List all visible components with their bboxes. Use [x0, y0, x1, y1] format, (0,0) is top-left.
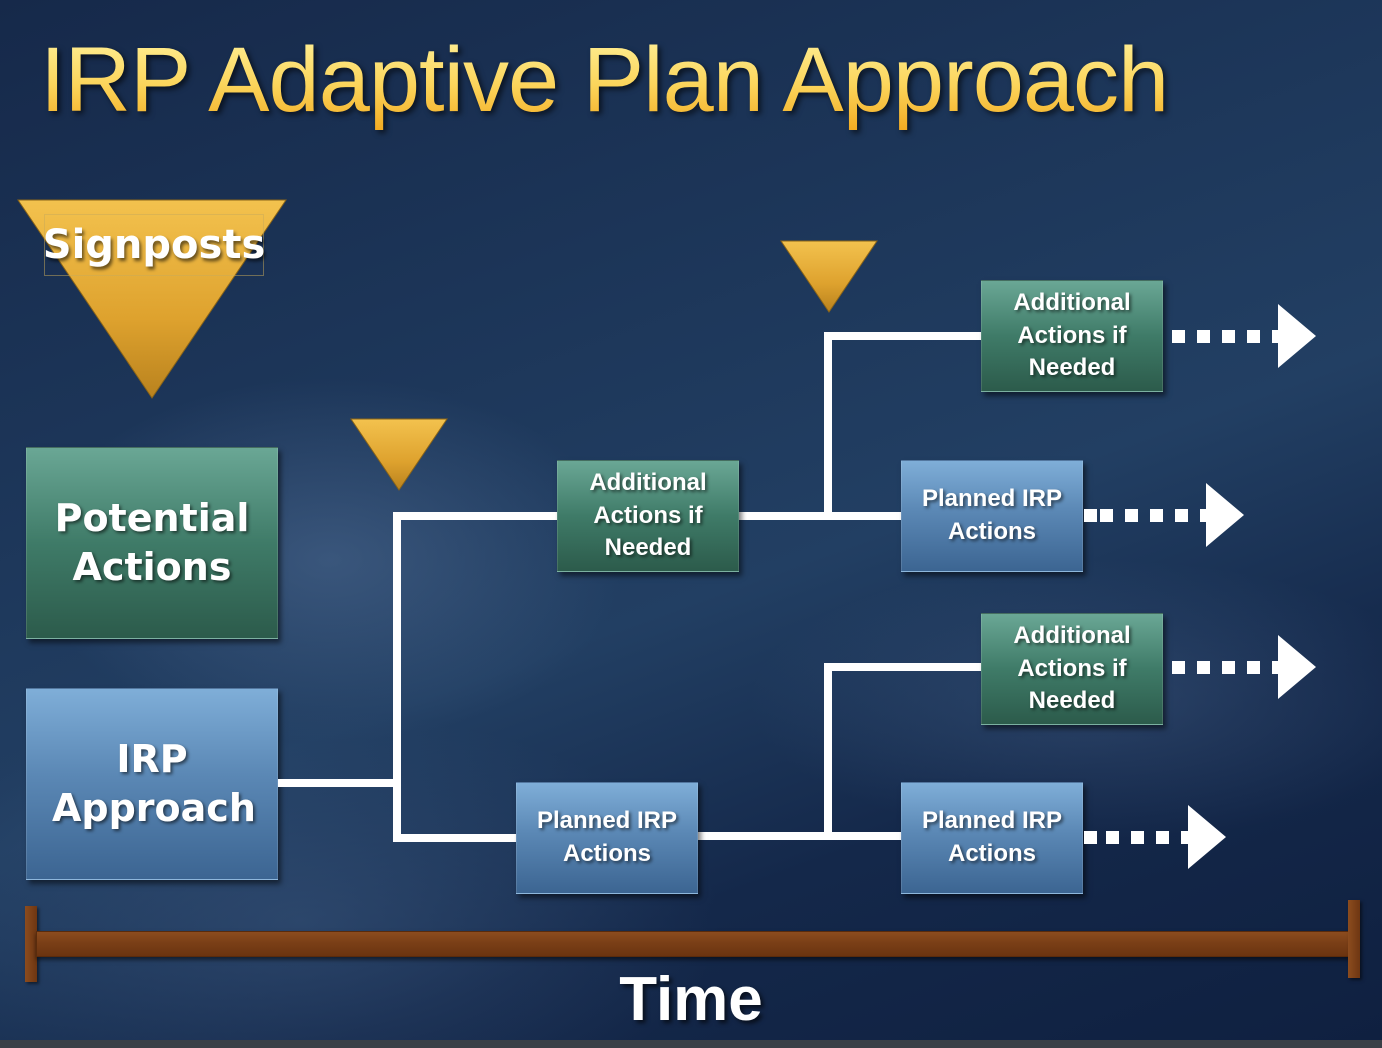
- connector-line: [824, 332, 832, 520]
- node-label: Planned IRP Actions: [536, 807, 678, 867]
- time-axis-label: Time: [619, 965, 763, 1034]
- connector-line: [695, 832, 903, 840]
- timeline-bar: [36, 931, 1352, 957]
- planned-irp-actions-node: Planned IRP Actions: [901, 782, 1083, 894]
- bottom-border: [0, 1040, 1382, 1048]
- timeline-start-cap: [25, 906, 37, 982]
- additional-actions-node: Additional Actions if Needed: [981, 280, 1163, 392]
- node-label: Additional Actions if Needed: [589, 468, 707, 562]
- node-label: Additional Actions if Needed: [1013, 288, 1131, 382]
- connector-line: [737, 512, 903, 520]
- timeline-end-cap: [1348, 900, 1360, 978]
- additional-actions-node: Additional Actions if Needed: [557, 460, 739, 572]
- connector-line: [278, 779, 400, 787]
- signpost-triangle-icon: [350, 418, 448, 492]
- planned-irp-actions-node: Planned IRP Actions: [516, 782, 698, 894]
- node-label: Planned IRP Actions: [921, 807, 1063, 867]
- irp-approach-label: IRP Approach: [52, 736, 256, 830]
- additional-actions-node: Additional Actions if Needed: [981, 613, 1163, 725]
- potential-actions-legend-box: Potential Actions: [26, 447, 278, 639]
- node-label: Additional Actions if Needed: [1013, 621, 1131, 715]
- connector-line: [824, 663, 832, 840]
- connector-line: [824, 663, 982, 671]
- signpost-triangle-icon: [780, 240, 878, 314]
- slide-title: IRP Adaptive Plan Approach: [40, 29, 1169, 131]
- node-label: Planned IRP Actions: [921, 485, 1063, 545]
- signpost-legend-triangle-icon: [16, 198, 288, 402]
- connector-line: [393, 512, 559, 520]
- signposts-label: Signposts: [43, 214, 265, 276]
- irp-approach-box: IRP Approach: [26, 688, 278, 880]
- connector-line: [393, 834, 517, 842]
- planned-irp-actions-node: Planned IRP Actions: [901, 460, 1083, 572]
- connector-line: [824, 332, 982, 340]
- connector-line: [393, 512, 401, 842]
- potential-actions-label: Potential Actions: [54, 495, 250, 589]
